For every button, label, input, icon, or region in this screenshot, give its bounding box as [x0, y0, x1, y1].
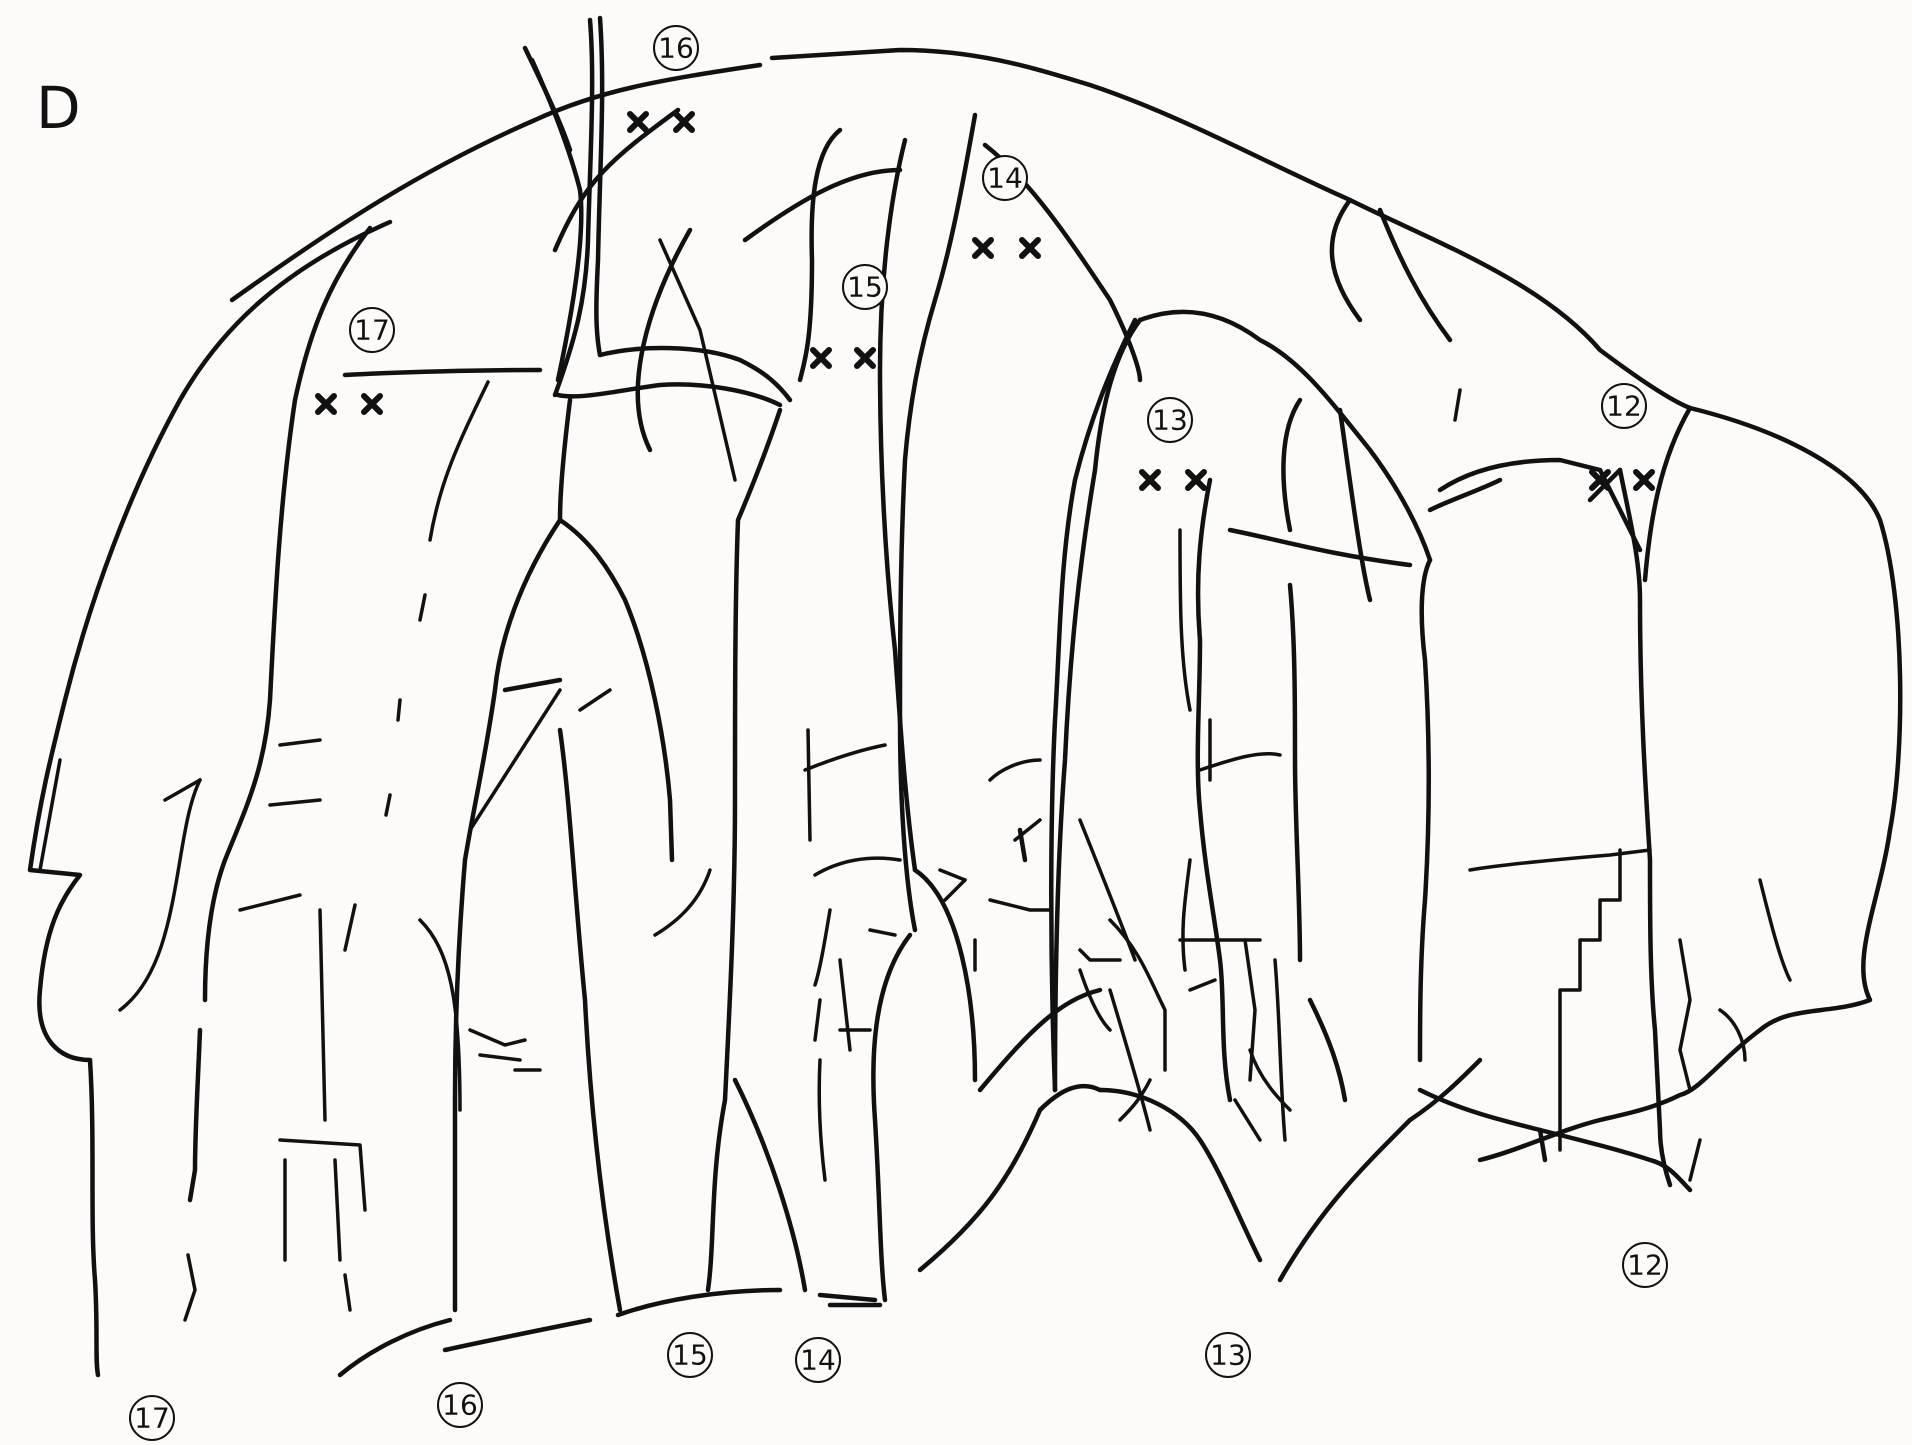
route-14-top-label: 14: [983, 156, 1027, 200]
route-12-top-label: 12: [1602, 384, 1646, 428]
svg-text:17: 17: [134, 1402, 170, 1435]
route-labels-bottom: 17 16 15 14 13 12: [130, 1243, 1667, 1440]
route-15-top-label: 15: [843, 265, 887, 309]
svg-text:15: 15: [672, 1339, 708, 1372]
svg-text:12: 12: [1627, 1249, 1663, 1282]
svg-text:12: 12: [1606, 390, 1642, 423]
route-13-bottom-label: 13: [1206, 1333, 1250, 1377]
anchor-pair-17: [318, 396, 380, 412]
svg-text:15: 15: [847, 271, 883, 304]
rock-outline: [30, 18, 1900, 1375]
route-15-bottom-label: 15: [668, 1333, 712, 1377]
svg-text:13: 13: [1152, 404, 1188, 437]
route-17-bottom-label: 17: [130, 1396, 174, 1440]
anchor-pair-14: [975, 240, 1038, 256]
svg-text:13: 13: [1210, 1339, 1246, 1372]
route-16-bottom-label: 16: [438, 1383, 482, 1427]
route-12-bottom-label: 12: [1623, 1243, 1667, 1287]
panel-label: D: [36, 74, 81, 142]
svg-text:16: 16: [658, 32, 694, 65]
route-14-bottom-label: 14: [796, 1338, 840, 1382]
svg-text:17: 17: [354, 314, 390, 347]
svg-text:16: 16: [442, 1389, 478, 1422]
anchor-pair-13: [1142, 472, 1204, 488]
anchor-pair-15: [813, 350, 873, 366]
route-13-top-label: 13: [1148, 398, 1192, 442]
svg-text:14: 14: [987, 162, 1023, 195]
route-17-top-label: 17: [350, 308, 394, 352]
svg-text:14: 14: [800, 1344, 836, 1377]
route-16-top-label: 16: [654, 26, 698, 70]
